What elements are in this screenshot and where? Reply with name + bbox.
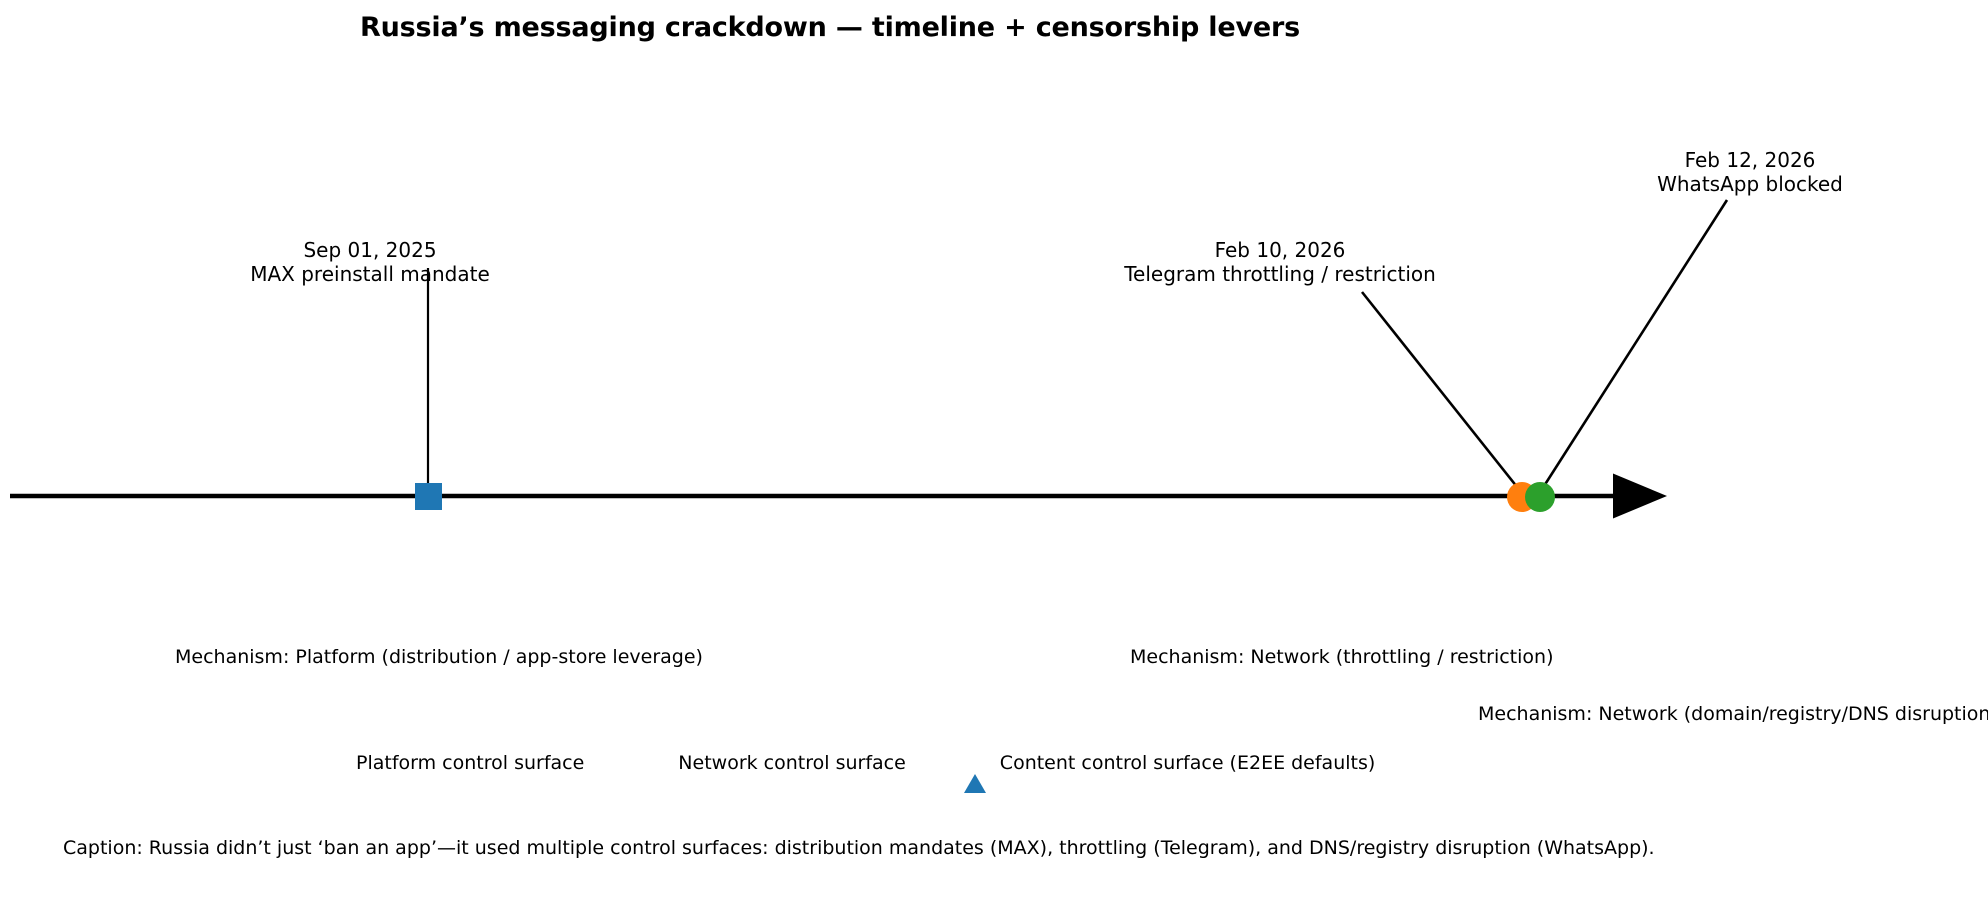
circle-marker-icon <box>642 752 664 774</box>
legend-label: Content control surface (E2EE defaults) <box>999 752 1376 774</box>
event-annotation-whatsapp: Feb 12, 2026 WhatsApp blocked <box>1540 148 1960 196</box>
triangle-marker-icon <box>963 752 986 793</box>
event-marker-max[interactable] <box>415 483 442 510</box>
mechanism-label-telegram: Mechanism: Network (throttling / restric… <box>1130 646 1554 668</box>
event-date: Sep 01, 2025 <box>303 238 437 262</box>
legend-label: Network control surface <box>678 752 906 774</box>
event-marker-whatsapp[interactable] <box>1525 482 1555 512</box>
legend-item-content[interactable]: Content control surface (E2EE defaults) <box>963 752 1376 793</box>
event-label: MAX preinstall mandate <box>250 262 490 286</box>
legend-item-platform[interactable]: Platform control surface <box>320 752 584 774</box>
leader-line-telegram <box>1360 291 1527 498</box>
legend-item-network[interactable]: Network control surface <box>642 752 906 774</box>
event-date: Feb 10, 2026 <box>1214 238 1346 262</box>
square-marker-icon <box>320 752 342 774</box>
mechanism-label-whatsapp: Mechanism: Network (domain/registry/DNS … <box>1478 703 1988 725</box>
event-label: WhatsApp blocked <box>1657 172 1843 196</box>
legend: Platform control surface Network control… <box>320 752 1376 793</box>
figure-caption: Caption: Russia didn’t just ‘ban an app’… <box>63 837 1655 859</box>
event-annotation-telegram: Feb 10, 2026 Telegram throttling / restr… <box>1000 238 1560 286</box>
event-date: Feb 12, 2026 <box>1684 148 1816 172</box>
event-annotation-max: Sep 01, 2025 MAX preinstall mandate <box>180 238 560 286</box>
legend-label: Platform control surface <box>356 752 585 774</box>
leader-line-whatsapp <box>1535 199 1729 498</box>
event-label: Telegram throttling / restriction <box>1124 262 1436 286</box>
mechanism-label-max: Mechanism: Platform (distribution / app-… <box>175 646 703 668</box>
page-title: Russia’s messaging crackdown — timeline … <box>360 12 1300 43</box>
